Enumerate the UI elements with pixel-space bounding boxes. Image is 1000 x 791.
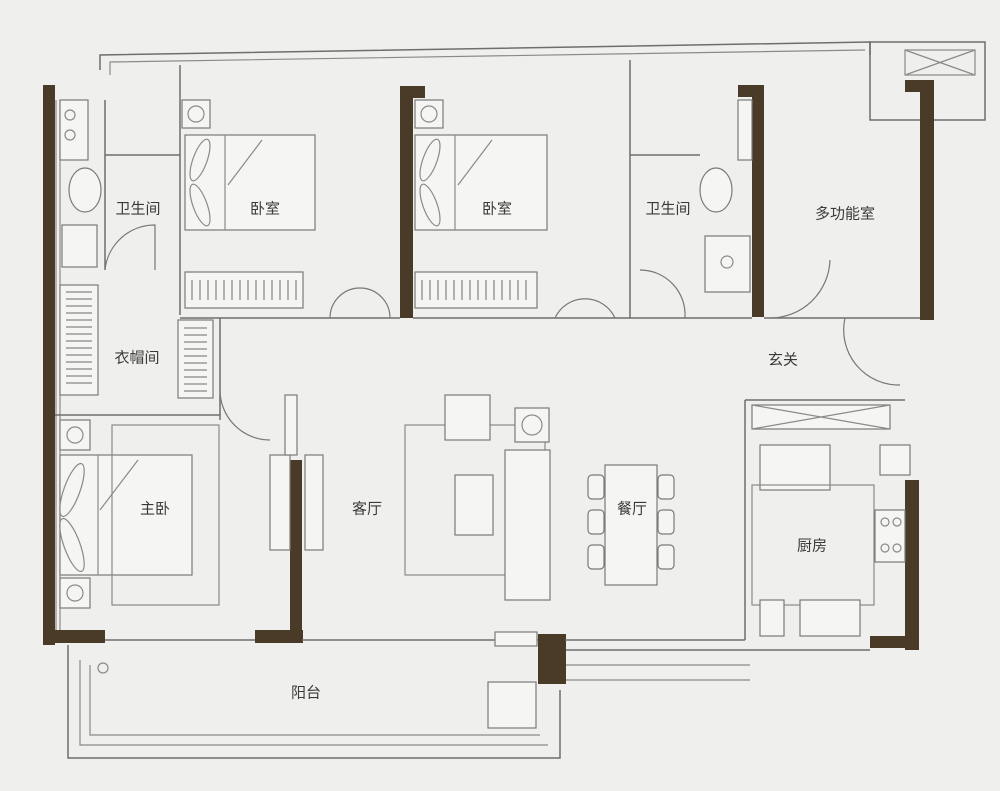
interior-walls: [55, 60, 920, 641]
label-multi-room: 多功能室: [815, 205, 875, 223]
balcony-fixtures: [97, 631, 538, 729]
dining-furniture: [587, 464, 675, 586]
label-dining-room: 餐厅: [617, 500, 647, 518]
label-bath-left: 卫生间: [115, 200, 160, 218]
label-living-room: 客厅: [352, 500, 382, 518]
kitchen-fixtures: [751, 404, 911, 637]
bathroom-fixtures: [59, 99, 753, 293]
label-bedroom-1: 卧室: [250, 200, 280, 218]
label-entrance: 玄关: [768, 351, 798, 369]
beds: [59, 99, 548, 609]
label-kitchen: 厨房: [797, 537, 827, 555]
label-master-bedroom: 主卧: [140, 500, 170, 518]
label-bedroom-2: 卧室: [482, 200, 512, 218]
door-swings: [104, 224, 901, 441]
label-cloakroom: 衣帽间: [114, 349, 159, 367]
living-furniture: [269, 394, 551, 601]
label-balcony: 阳台: [291, 684, 321, 702]
room-labels: 卫生间 卧室 卧室 卫生间 多功能室 衣帽间 玄关 主卧 客厅 餐厅 厨房 阳台: [114, 200, 875, 702]
wardrobes: [59, 271, 538, 399]
label-bath-right: 卫生间: [645, 200, 690, 218]
walls: [43, 80, 934, 684]
outer-outline: [55, 41, 986, 759]
